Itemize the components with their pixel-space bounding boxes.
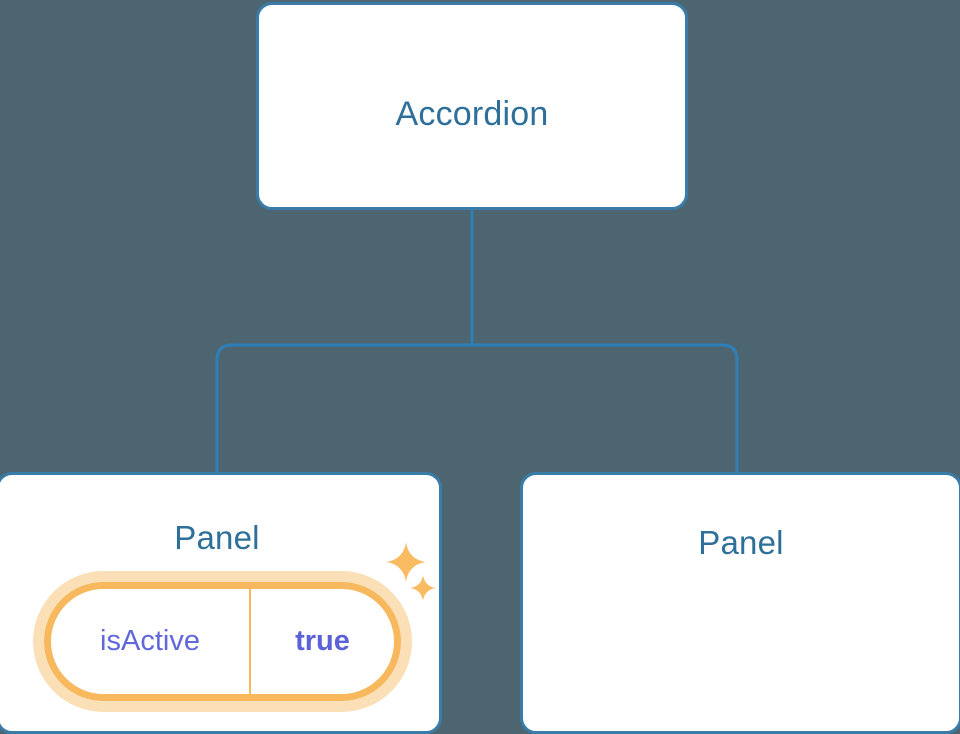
sparkle-icon (386, 542, 426, 582)
node-panel-right-title: Panel (698, 524, 784, 561)
node-panel-right[interactable]: Panel (520, 472, 960, 734)
node-accordion-title: Accordion (395, 95, 549, 133)
prop-pill-isactive-true[interactable]: isActive true (44, 582, 401, 701)
prop-key-label: isActive (51, 589, 251, 694)
prop-value-label: true (295, 625, 350, 657)
node-accordion[interactable]: Accordion (256, 2, 688, 210)
sparkle-icon (410, 575, 436, 601)
prop-pill-left-wrapper: isActive true (33, 571, 412, 712)
node-panel-left-title: Panel (174, 519, 260, 556)
edge-hub-to-panels (215, 343, 739, 474)
prop-pill-highlight-halo (33, 571, 412, 712)
